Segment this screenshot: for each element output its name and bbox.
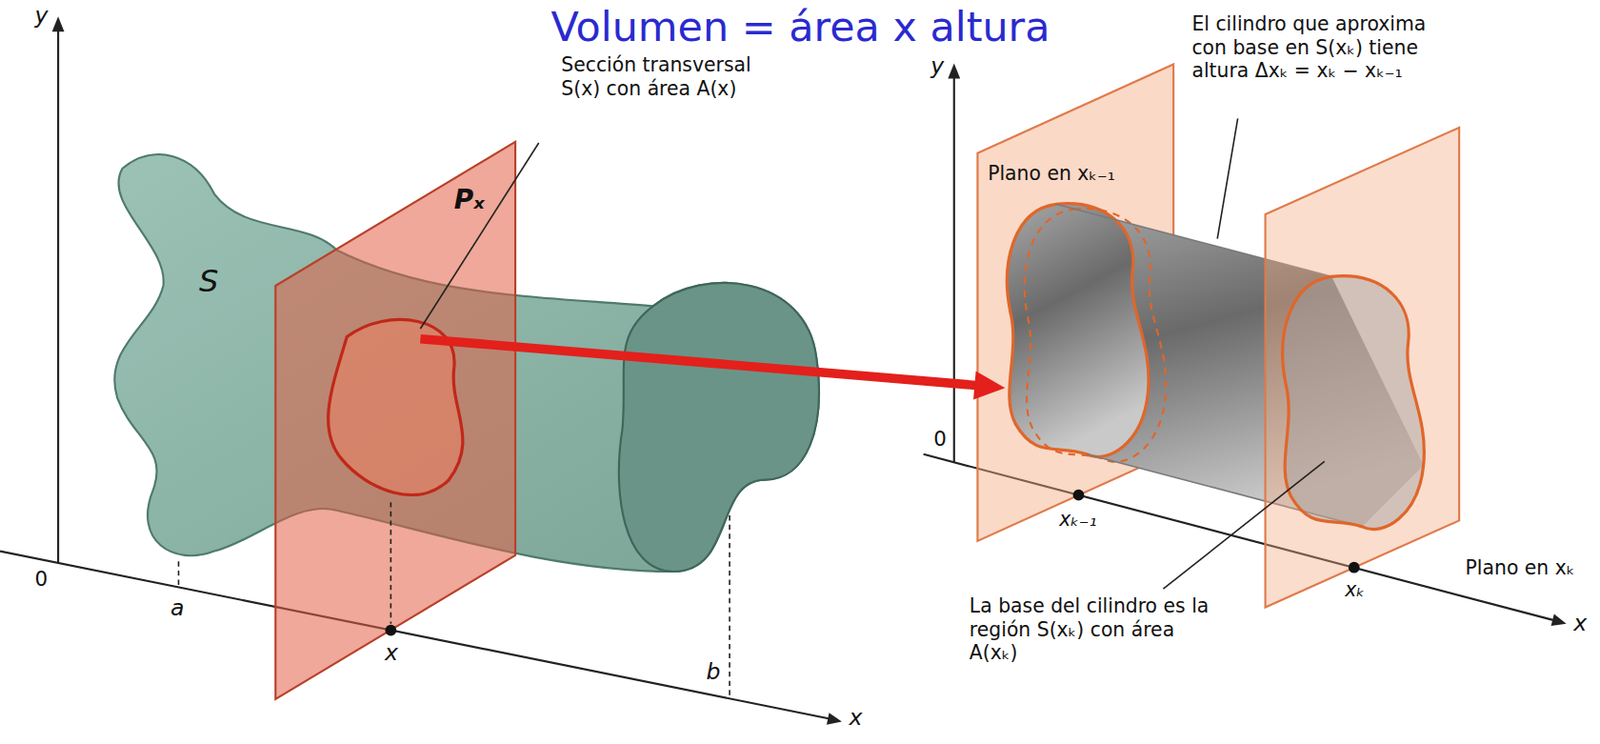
axis-tick-label: x <box>384 640 399 667</box>
y-axis <box>57 28 60 563</box>
guide-x <box>390 501 393 624</box>
point-xk-1 <box>1073 489 1085 501</box>
origin-label: 0 <box>933 426 947 452</box>
y-axis <box>953 75 956 462</box>
guide-a <box>178 560 180 585</box>
right-panel <box>923 62 1567 626</box>
plane-label: Plano en xₖ <box>1465 556 1576 580</box>
leader-line <box>1217 118 1238 239</box>
axis-arrowhead <box>826 712 842 725</box>
figure-title: Volumen = área x altura <box>551 1 1051 51</box>
left-panel <box>0 16 842 725</box>
axis-label: x <box>1573 610 1587 638</box>
axis-label: x <box>848 703 862 731</box>
origin-label: 0 <box>34 566 48 592</box>
plane-label: Pₓ <box>454 183 485 216</box>
cylinder-base-left <box>1007 203 1150 458</box>
axis-label: y <box>930 53 944 80</box>
cross-section <box>328 319 463 495</box>
leader-line <box>420 142 539 329</box>
callout-text: La base del cilindro es la región S(xₖ) … <box>969 594 1215 664</box>
solid-label: S <box>199 262 219 300</box>
axis-arrowhead <box>947 62 960 79</box>
cylinder-base-right <box>1282 276 1425 530</box>
axis-tick-label: xₖ₋₁ <box>1059 507 1098 531</box>
plane-right <box>1265 127 1460 608</box>
red-arrowhead <box>973 371 1005 400</box>
plane-px <box>275 141 516 700</box>
axis-arrowhead <box>1551 614 1567 626</box>
axis-label: y <box>34 1 48 29</box>
axis-arrowhead <box>52 16 65 32</box>
callout-text: El cilindro que aproxima con base en S(x… <box>1191 12 1442 82</box>
solid-end-face <box>619 282 820 572</box>
axis-tick-label: b <box>705 658 720 685</box>
point-x <box>384 624 397 637</box>
hidden-outline <box>1024 208 1167 462</box>
plane-label: Plano en xₖ₋₁ <box>987 160 1116 184</box>
red-arrow <box>420 339 976 386</box>
leader-line <box>1162 460 1324 589</box>
guide-b <box>728 515 731 697</box>
callout-text: Sección transversal S(x) con área A(x) <box>560 53 760 100</box>
point-xk <box>1348 561 1360 574</box>
axis-tick-label: a <box>170 595 184 622</box>
axis-tick-label: xₖ <box>1344 577 1365 600</box>
